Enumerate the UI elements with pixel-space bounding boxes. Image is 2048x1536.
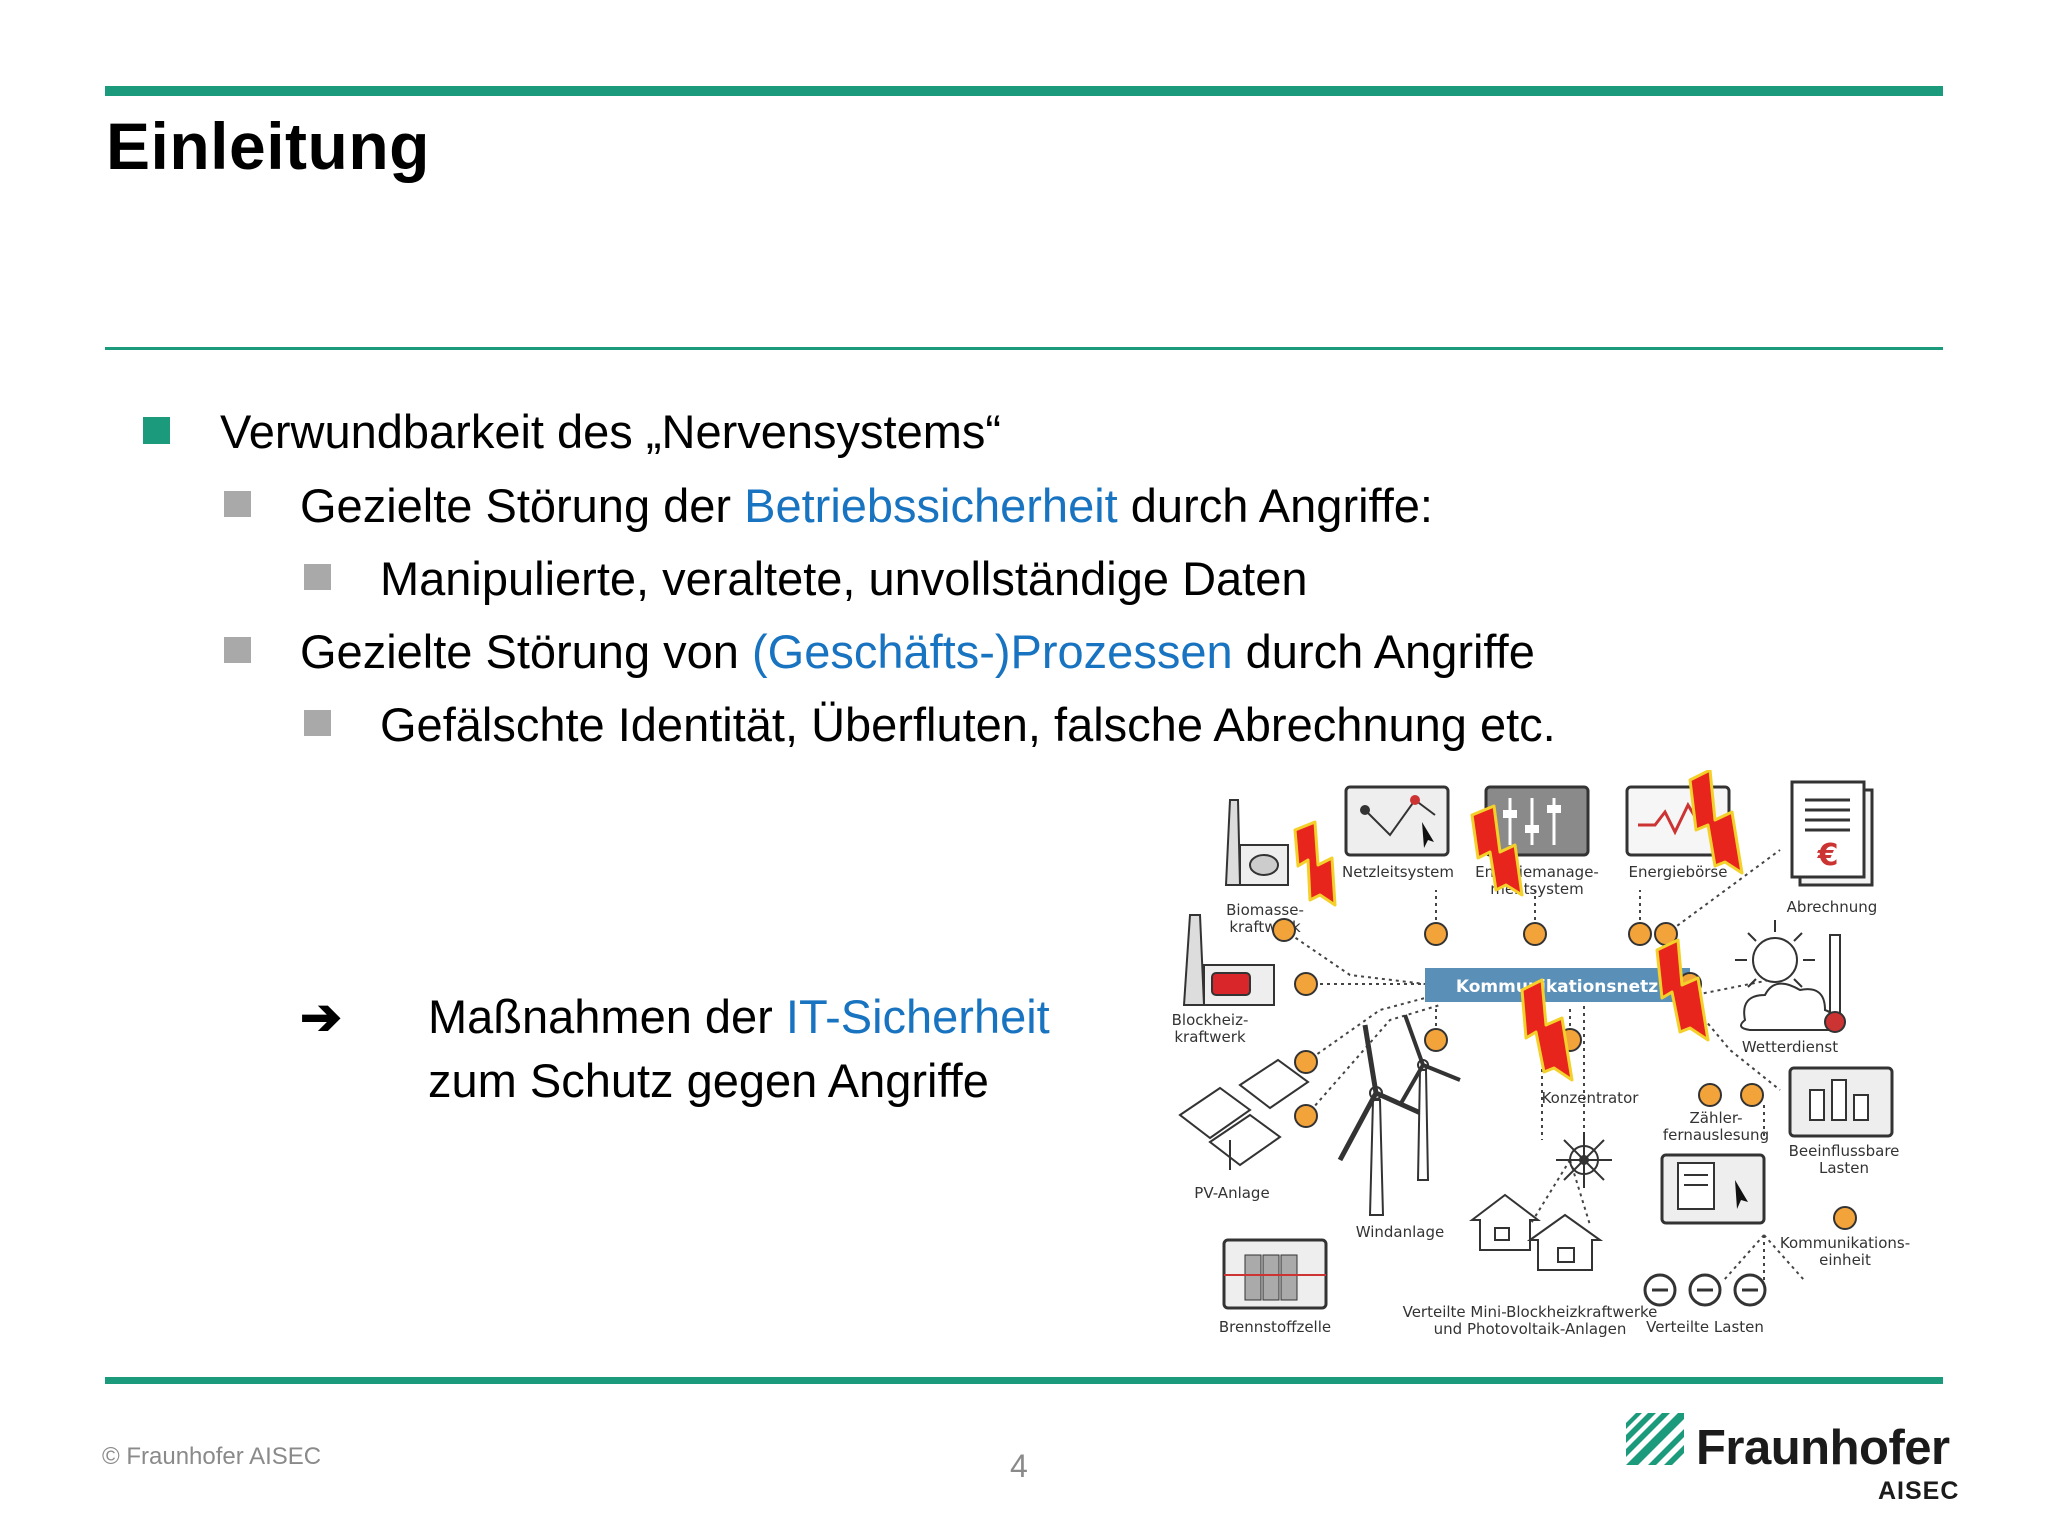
svg-text:und Photovoltaik-Anlagen: und Photovoltaik-Anlagen [1434,1320,1627,1338]
page-number: 4 [1010,1448,1028,1484]
svg-text:kraftwerk: kraftwerk [1174,1028,1246,1046]
euro-icon: € [1817,838,1839,873]
label-zaehler: Zähler- [1690,1109,1743,1127]
biomasse-icon [1224,799,1289,886]
bullet-marker-l2 [224,491,251,517]
label-biomasse: Biomasse- [1226,901,1304,919]
label-kommeinheit: Kommunikations- [1780,1234,1910,1252]
svg-text:Lasten: Lasten [1819,1159,1869,1177]
label-abrechnung: Abrechnung [1787,898,1878,916]
brennstoffzelle-icon [1222,1238,1328,1310]
kommunikationsnetz-hub: Kommunikationsnetz [1425,968,1690,1002]
haus-icon [1469,1193,1604,1271]
conclusion-text: Maßnahmen der IT-Sicherheit zum Schutz g… [428,990,1050,1107]
bullet-marker-l3 [304,710,331,736]
copyright: © Fraunhofer AISEC [102,1443,322,1470]
blockheizkraftwerk-icon [1182,914,1275,1006]
konzentrator-icon [1556,1132,1612,1188]
highlight-betriebssicherheit: Betriebssicherheit [744,479,1118,532]
footer-rule [105,1377,1943,1384]
wetterdienst-icon [1735,920,1846,1033]
bullet-l2-prozesse: Gezielte Störung von (Geschäfts-)Prozess… [300,625,1535,678]
abrechnung-icon: € [1790,780,1874,887]
bullet-l3-identitaet: Gefälschte Identität, Überfluten, falsch… [380,698,1556,751]
label-lasten: Beeinflussbare [1789,1142,1900,1160]
bullet-l3-daten: Manipulierte, veraltete, unvollständige … [380,552,1308,605]
arrow-icon: ➔ [300,989,342,1045]
top-rule [105,86,1943,96]
bullet-l1: Verwundbarkeit des „Nervensystems“ [220,405,1002,458]
fraunhofer-logo-icon [1626,1413,1684,1465]
windanlage-icon [1337,1014,1461,1216]
title-underline [105,347,1943,350]
bullet-l2-betriebssicherheit: Gezielte Störung der Betriebssicherheit … [300,479,1433,532]
highlight-prozesse: (Geschäfts-)Prozessen [752,625,1233,678]
label-blockheiz: Blockheiz- [1172,1011,1249,1029]
pv-anlage-icon [1178,1058,1310,1170]
energiemanagement-icon [1484,785,1590,857]
label-netzleitsystem: Netzleitsystem [1342,863,1454,881]
label-wind: Windanlage [1356,1223,1445,1241]
lightning-icons [1293,770,1744,1082]
label-energieboerse: Energiebörse [1629,863,1728,881]
beeinflussbare-lasten-icon [1788,1066,1894,1138]
highlight-it-sicherheit: IT-Sicherheit [785,990,1050,1043]
bullet-marker-l3 [304,564,331,590]
label-brennstoff: Brennstoffzelle [1219,1318,1331,1336]
label-verteilte-lasten: Verteilte Lasten [1646,1318,1764,1336]
slide-title: Einleitung [106,109,430,183]
label-konzentrator: Konzentrator [1542,1089,1640,1107]
logo-subtitle: AISEC [1878,1477,1960,1505]
label-verteilte: Verteilte Mini-Blockheizkraftwerke [1403,1303,1658,1321]
netzleitsystem-icon [1344,785,1450,857]
svg-text:Kommunikationsnetz: Kommunikationsnetz [1456,977,1658,997]
bullet-marker-l2 [224,637,251,663]
logo-name: Fraunhofer [1696,1421,1950,1475]
smart-grid-diagram: Kommunikationsnetz Netzleitsystem Energi… [1172,770,1910,1338]
bullet-marker-l1 [143,417,170,444]
zaehler-terminal-icon [1660,1153,1766,1225]
svg-text:einheit: einheit [1819,1251,1871,1269]
svg-text:fernauslesung: fernauslesung [1663,1126,1769,1144]
verteilte-lasten-icons [1643,1273,1767,1307]
label-pv: PV-Anlage [1194,1184,1269,1202]
label-wetterdienst: Wetterdienst [1742,1038,1838,1056]
